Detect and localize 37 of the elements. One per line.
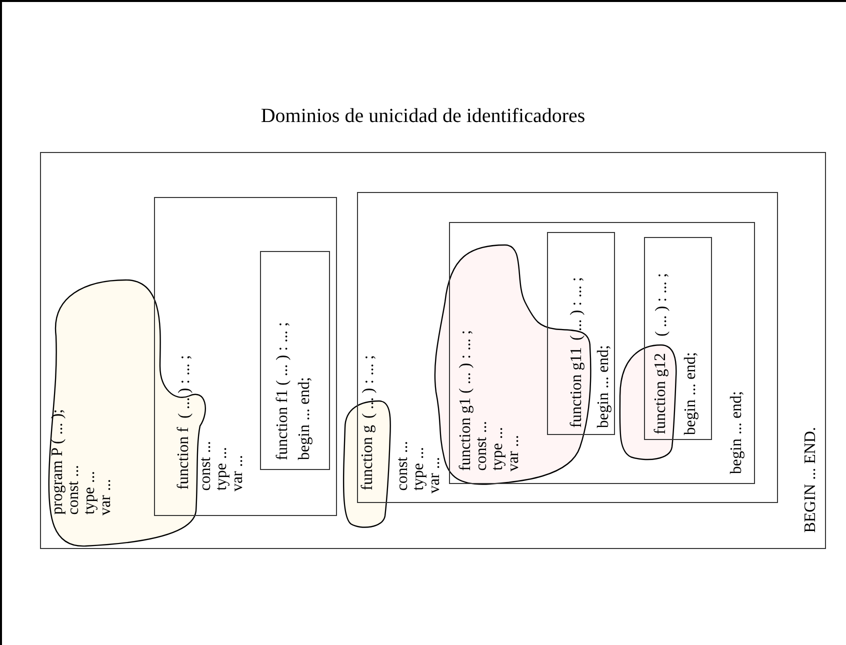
code-line: type ...	[490, 427, 506, 471]
code-line: begin ... end;	[729, 391, 745, 474]
code-line: ( ... ) : ... ;	[361, 355, 377, 419]
code-line: function g12	[653, 353, 669, 434]
code-line: const ...	[198, 441, 214, 491]
code-line: function g11	[569, 347, 585, 428]
scope-box	[644, 237, 712, 440]
code-line: type ...	[214, 447, 230, 491]
code-line: var ...	[98, 479, 114, 516]
code-line: ( ... ) : ... ;	[654, 273, 670, 337]
highlight-blob	[341, 398, 393, 531]
code-line: var ...	[230, 455, 246, 492]
code-line: function f1 ( ... ) : ... ;	[275, 322, 291, 460]
code-line: var ...	[506, 435, 522, 472]
code-line: var ...	[427, 457, 443, 494]
code-line: function g	[360, 425, 376, 490]
scope-box	[449, 222, 755, 484]
code-line: program P ( ... );	[50, 409, 66, 515]
code-line: const ...	[66, 465, 82, 515]
code-line: type ...	[411, 447, 427, 491]
code-line: const ...	[474, 421, 490, 471]
code-line: ( ... ) : ... ;	[177, 355, 193, 419]
code-line: ( ... ) : ... ;	[569, 277, 585, 341]
code-line: begin ... end;	[683, 352, 699, 436]
code-line: type ...	[82, 471, 98, 515]
scope-box	[40, 152, 826, 549]
code-line: const ...	[395, 441, 411, 491]
scope-box	[260, 251, 330, 470]
scope-box	[154, 197, 337, 516]
code-line: begin ... end;	[297, 377, 313, 460]
code-line: function g1 ( ... ) : ... ;	[458, 330, 474, 471]
scope-box	[547, 232, 615, 435]
code-line: BEGIN ... END.	[803, 427, 819, 533]
code-line: begin ... end;	[596, 345, 612, 428]
scope-box	[357, 192, 778, 503]
diagram-title: Dominios de unicidad de identificadores	[260, 105, 586, 128]
code-line: function f	[176, 427, 192, 490]
